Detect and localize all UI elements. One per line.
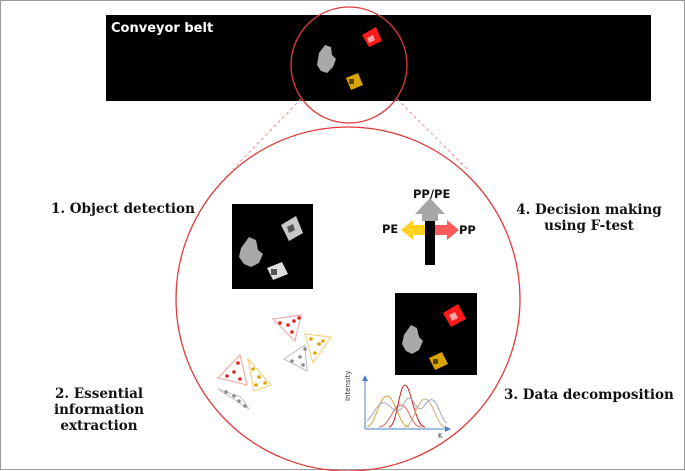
decision-arrows [401, 198, 459, 265]
step-decision-making: 4. Decision making using F-test [509, 202, 669, 234]
info-extraction-graphic [217, 314, 332, 410]
belt-yellow-object [346, 73, 363, 90]
step-decision-making-line2: using F-test [544, 218, 634, 234]
step-object-detection: 1. Object detection [51, 201, 195, 217]
arrow-left [401, 220, 425, 240]
detection-image [232, 204, 313, 289]
plot-x-label: K [438, 432, 443, 440]
component-pink [378, 404, 422, 428]
step-info-extraction-line1: 2. Essential information [53, 386, 145, 418]
arrow-up [415, 198, 445, 221]
step-info-extraction: 2. Essential information extraction [9, 386, 189, 434]
decision-label-left: PE [382, 222, 399, 236]
decision-label-up: PP/PE [413, 187, 451, 201]
decomposition-plot [362, 375, 451, 432]
detail-circle [175, 126, 521, 471]
conveyor-belt [106, 15, 651, 101]
summed-signal [366, 397, 448, 424]
zoom-line-right [396, 98, 468, 170]
component-red [388, 384, 426, 428]
zoom-line-left [232, 98, 302, 170]
stem [425, 221, 435, 265]
component-khaki [404, 398, 446, 428]
step-data-decomposition: 3. Data decomposition [504, 387, 674, 403]
step-info-extraction-line2: extraction [60, 418, 138, 434]
belt-red-object [362, 27, 382, 47]
decomposition-image [395, 293, 477, 375]
component-orange [366, 395, 410, 428]
zoom-circle [290, 6, 408, 124]
belt-gray-object [317, 45, 336, 73]
step-decision-making-line1: 4. Decision making [516, 202, 662, 218]
conveyor-belt-label: Conveyor belt [111, 21, 214, 36]
arrow-right [435, 220, 459, 240]
decision-label-right: PP [459, 223, 476, 237]
plot-y-label: Intensity [344, 370, 352, 401]
